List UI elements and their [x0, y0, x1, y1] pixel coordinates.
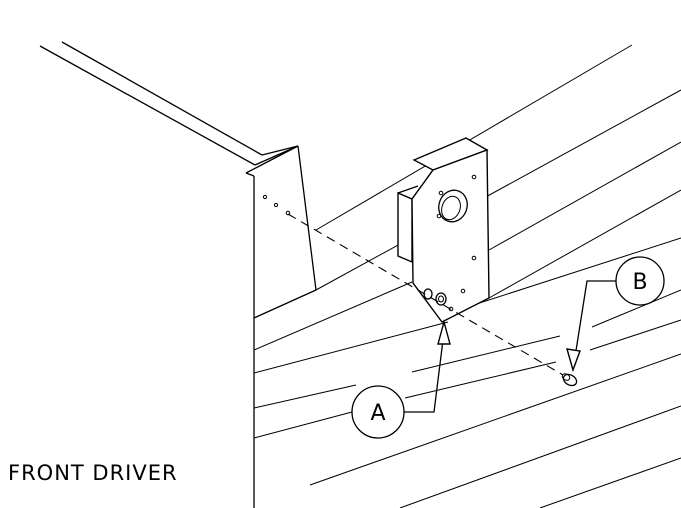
callout-a: A: [351, 319, 451, 439]
side-panel-lines: [253, 44, 681, 508]
alignment-line: [287, 213, 564, 376]
caption-front-driver: FRONT DRIVER: [8, 461, 178, 485]
callout-a-label: A: [370, 401, 385, 426]
callout-b: B: [566, 256, 665, 373]
top-edge: [39, 41, 299, 166]
callout-b-label: B: [632, 270, 647, 295]
front-frame-plate: [245, 145, 317, 508]
motor-bracket: [397, 137, 490, 323]
screw: [561, 373, 578, 387]
